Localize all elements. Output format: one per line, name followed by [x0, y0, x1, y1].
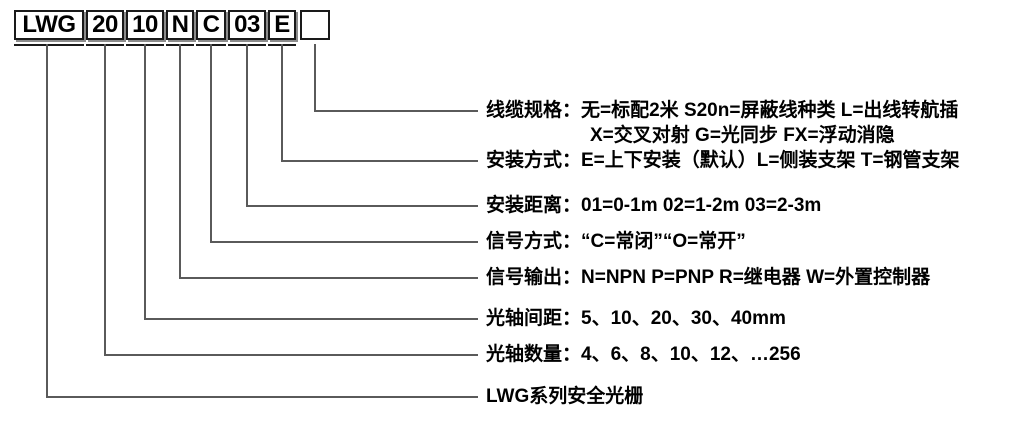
- description-cable-spec-line2: X=交叉对射 G=光同步 FX=浮动消隐: [590, 125, 895, 146]
- leader-horizontal-series: [46, 396, 478, 398]
- leader-horizontal-mounting-method: [281, 160, 478, 162]
- leader-vertical-mounting-method: [281, 44, 283, 162]
- description-cable-spec-line1: 线缆规格：无=标配2米 S20n=屏蔽线种类 L=出线转航插: [486, 100, 959, 121]
- leader-horizontal-beam-count: [104, 354, 478, 356]
- leader-vertical-series: [46, 44, 48, 398]
- leader-horizontal-signal-output: [179, 277, 478, 279]
- leader-horizontal-signal-mode: [210, 241, 478, 243]
- leader-horizontal-sensing-distance: [246, 205, 478, 207]
- code-box-mounting-method: E: [268, 10, 296, 40]
- code-box-cable-spec: [300, 10, 330, 40]
- code-box-sensing-distance: 03: [228, 10, 266, 40]
- description-cable-spec: 线缆规格：无=标配2米 S20n=屏蔽线种类 L=出线转航插 X=交叉对射 G=…: [486, 98, 958, 148]
- description-beam-pitch: 光轴间距：5、10、20、30、40mm: [486, 308, 786, 329]
- description-mounting-method: 安装方式：E=上下安装（默认）L=侧装支架 T=钢管支架: [486, 150, 960, 171]
- description-sensing-distance: 安装距离：01=0-1m 02=1-2m 03=2-3m: [486, 195, 822, 216]
- description-signal-mode: 信号方式：“C=常闭”“O=常开”: [486, 231, 746, 252]
- leader-horizontal-beam-pitch: [144, 318, 478, 320]
- leader-vertical-signal-output: [179, 44, 181, 279]
- underline-series: [14, 44, 84, 46]
- leader-vertical-cable-spec: [314, 44, 316, 112]
- leader-vertical-beam-pitch: [144, 44, 146, 320]
- code-box-beam-count: 20: [86, 10, 124, 40]
- model-code-row: LWG 20 10 N C 03 E: [0, 0, 1026, 46]
- description-beam-count: 光轴数量：4、6、8、10、12、…256: [486, 344, 801, 365]
- leader-vertical-signal-mode: [210, 44, 212, 243]
- code-box-signal-mode: C: [196, 10, 226, 40]
- leader-horizontal-cable-spec: [314, 110, 478, 112]
- code-box-series: LWG: [14, 10, 84, 40]
- code-box-beam-pitch: 10: [126, 10, 164, 40]
- description-series: LWG系列安全光栅: [486, 386, 644, 407]
- description-signal-output: 信号输出：N=NPN P=PNP R=继电器 W=外置控制器: [486, 267, 931, 288]
- code-box-signal-output: N: [166, 10, 194, 40]
- leader-vertical-sensing-distance: [246, 44, 248, 207]
- leader-vertical-beam-count: [104, 44, 106, 356]
